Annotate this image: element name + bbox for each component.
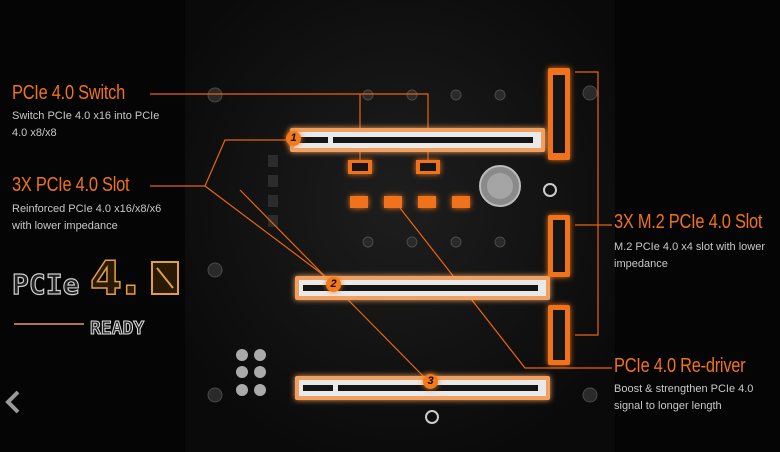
desc-line: Switch PCIe 4.0 x16 into PCIe <box>12 110 160 122</box>
svg-text:PCIe: PCIe <box>12 268 79 301</box>
slot-badge-1: 1 <box>286 131 301 146</box>
svg-text:READY: READY <box>90 318 144 339</box>
desc-line: with lower impedance <box>12 220 118 232</box>
feature-desc-slot: Reinforced PCIe 4.0 x16/x8/x6 with lower … <box>12 201 161 235</box>
svg-text:4.: 4. <box>90 251 139 305</box>
pcie-4-ready-logo: PCIe 4. READY <box>12 250 179 340</box>
feature-desc-m2: M.2 PCIe 4.0 x4 slot with lower impedance <box>614 239 765 273</box>
slot-badge-2: 2 <box>326 277 341 292</box>
desc-line: Reinforced PCIe 4.0 x16/x8/x6 <box>12 203 162 215</box>
feature-title-slot: 3X PCIe 4.0 Slot <box>12 174 130 196</box>
desc-line: M.2 PCIe 4.0 x4 slot with lower <box>614 241 766 253</box>
desc-line: signal to longer length <box>614 400 722 412</box>
desc-line: impedance <box>614 258 668 270</box>
feature-desc-switch: Switch PCIe 4.0 x16 into PCIe 4.0 x8/x8 <box>12 108 159 142</box>
feature-title-m2: 3X M.2 PCIe 4.0 Slot <box>614 211 763 233</box>
desc-line: 4.0 x8/x8 <box>12 127 57 139</box>
desc-line: Boost & strengthen PCIe 4.0 <box>614 383 754 395</box>
slot-badge-3: 3 <box>423 374 438 389</box>
feature-title-redriver: PCIe 4.0 Re-driver <box>614 355 746 377</box>
feature-desc-redriver: Boost & strengthen PCIe 4.0 signal to lon… <box>614 381 753 415</box>
chevron-left-icon[interactable] <box>2 388 24 416</box>
feature-title-switch: PCIe 4.0 Switch <box>12 82 125 104</box>
